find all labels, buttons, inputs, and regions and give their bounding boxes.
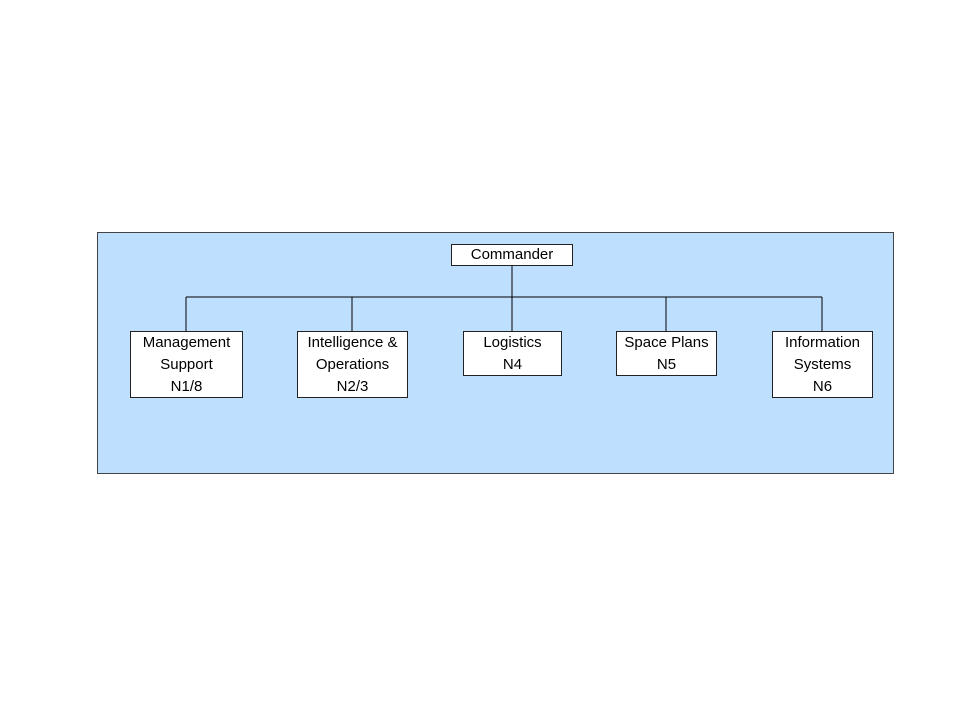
- node-information-systems: Information Systems N6: [772, 331, 873, 398]
- node-management-support: Management Support N1/8: [130, 331, 243, 398]
- node-label-line: Space Plans: [624, 333, 709, 351]
- node-commander: Commander: [451, 244, 573, 266]
- node-logistics: Logistics N4: [463, 331, 562, 376]
- node-label-line: N4: [502, 355, 523, 373]
- node-label-line: Information: [784, 333, 861, 351]
- node-label-line: N5: [656, 355, 677, 373]
- node-label-line: N6: [812, 377, 833, 395]
- node-commander-label: Commander: [470, 246, 554, 263]
- node-label-line: Logistics: [483, 333, 542, 351]
- node-label-line: Operations: [315, 355, 390, 373]
- node-space-plans: Space Plans N5: [616, 331, 717, 376]
- node-label-line: N2/3: [336, 377, 369, 395]
- node-label-line: Systems: [793, 355, 852, 373]
- node-label-line: N1/8: [170, 377, 203, 395]
- node-label-line: Management: [142, 333, 231, 351]
- node-intelligence-operations: Intelligence & Operations N2/3: [297, 331, 408, 398]
- node-label-line: Support: [160, 355, 213, 373]
- node-label-line: Intelligence &: [307, 333, 398, 351]
